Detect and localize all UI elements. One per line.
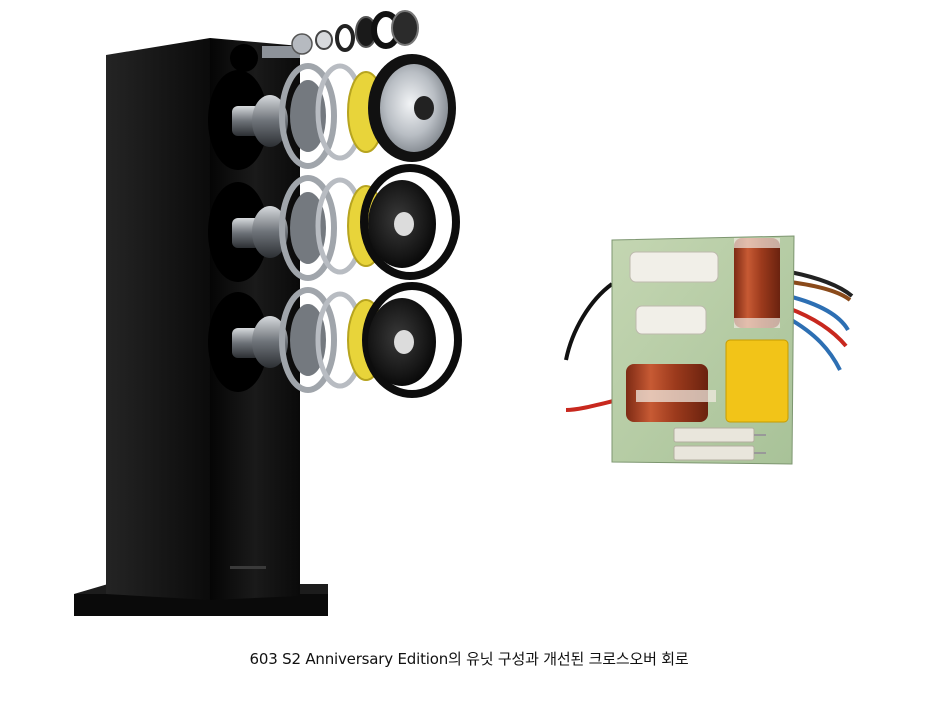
tweeter-exploded [262,10,419,58]
driver-row-1 [232,54,456,169]
speaker-cabinet [74,38,328,616]
driver-row-3 [232,282,462,398]
figure-caption: 603 S2 Anniversary Edition의 유닛 구성과 개선된 크… [249,650,689,668]
driver-row-2 [232,164,460,281]
crossover-circuit [564,235,854,465]
